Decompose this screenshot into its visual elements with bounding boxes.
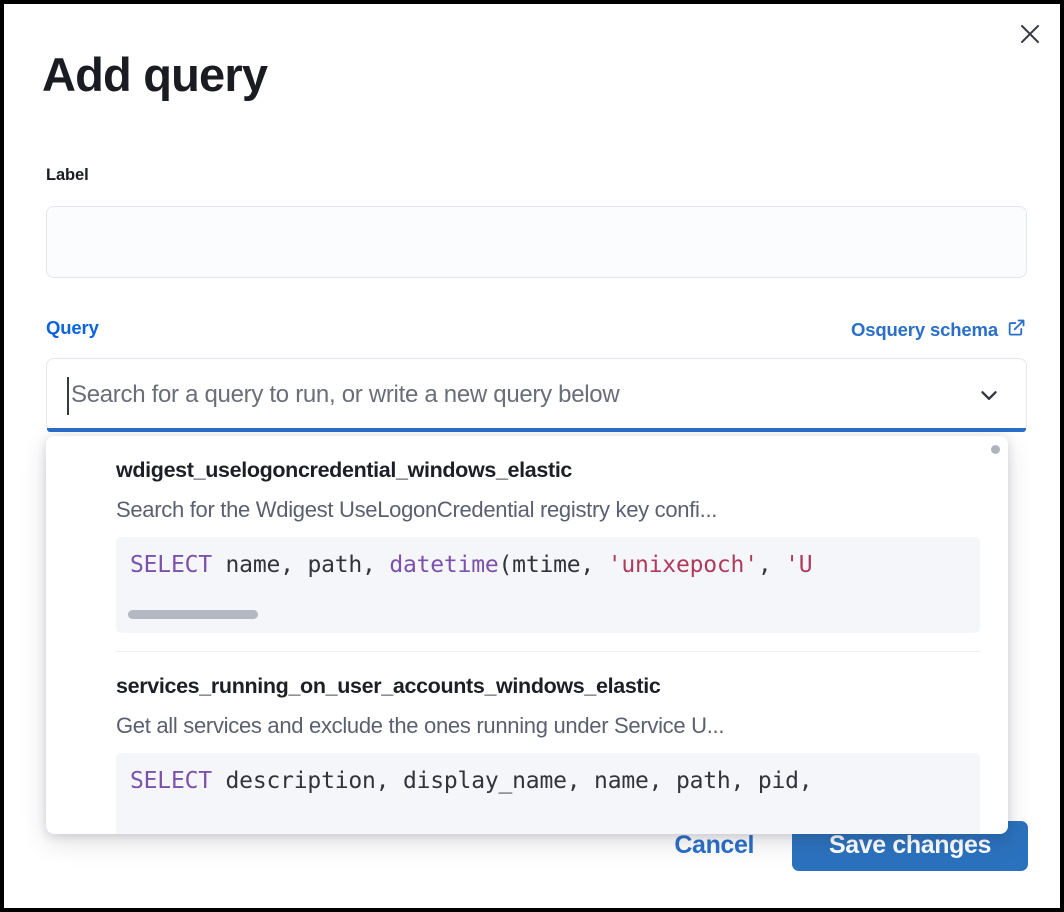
- dropdown-scrollbar[interactable]: [991, 445, 1000, 454]
- add-query-dialog: Add query Label Query Osquery schema Sea…: [4, 4, 1060, 908]
- label-field-label: Label: [46, 166, 89, 184]
- code-horizontal-scrollbar[interactable]: [128, 610, 258, 619]
- osquery-schema-link[interactable]: Osquery schema: [851, 317, 1026, 342]
- option-description: Get all services and exclude the ones ru…: [116, 713, 725, 738]
- option-title: wdigest_uselogoncredential_windows_elast…: [116, 458, 573, 482]
- osquery-schema-label: Osquery schema: [850, 318, 998, 340]
- close-icon: [1018, 22, 1042, 46]
- sql-code: SELECT name, path, datetime(mtime, 'unix…: [130, 552, 813, 578]
- label-input[interactable]: [46, 206, 1027, 278]
- option-description: Search for the Wdigest UseLogonCredentia…: [116, 497, 718, 522]
- cancel-button[interactable]: Cancel: [654, 819, 774, 872]
- external-link-icon: [1007, 318, 1026, 342]
- query-search-combobox[interactable]: Search for a query to run, or write a ne…: [46, 358, 1027, 432]
- query-suggestions-dropdown[interactable]: wdigest_uselogoncredential_windows_elast…: [46, 436, 1008, 834]
- option-code-block[interactable]: SELECT description, display_name, name, …: [116, 753, 980, 834]
- divider: [116, 651, 980, 652]
- chevron-down-icon[interactable]: [976, 359, 1002, 431]
- query-section-label[interactable]: Query: [46, 317, 99, 338]
- list-item[interactable]: services_running_on_user_accounts_window…: [46, 652, 1008, 834]
- query-search-placeholder: Search for a query to run, or write a ne…: [71, 381, 620, 408]
- page-title: Add query: [42, 48, 268, 101]
- close-icon-button[interactable]: [1010, 14, 1050, 54]
- list-item[interactable]: wdigest_uselogoncredential_windows_elast…: [46, 436, 1008, 652]
- sql-code: SELECT description, display_name, name, …: [130, 768, 813, 794]
- text-caret: [67, 377, 69, 415]
- option-code-block[interactable]: SELECT name, path, datetime(mtime, 'unix…: [116, 537, 980, 633]
- option-title: services_running_on_user_accounts_window…: [116, 674, 661, 698]
